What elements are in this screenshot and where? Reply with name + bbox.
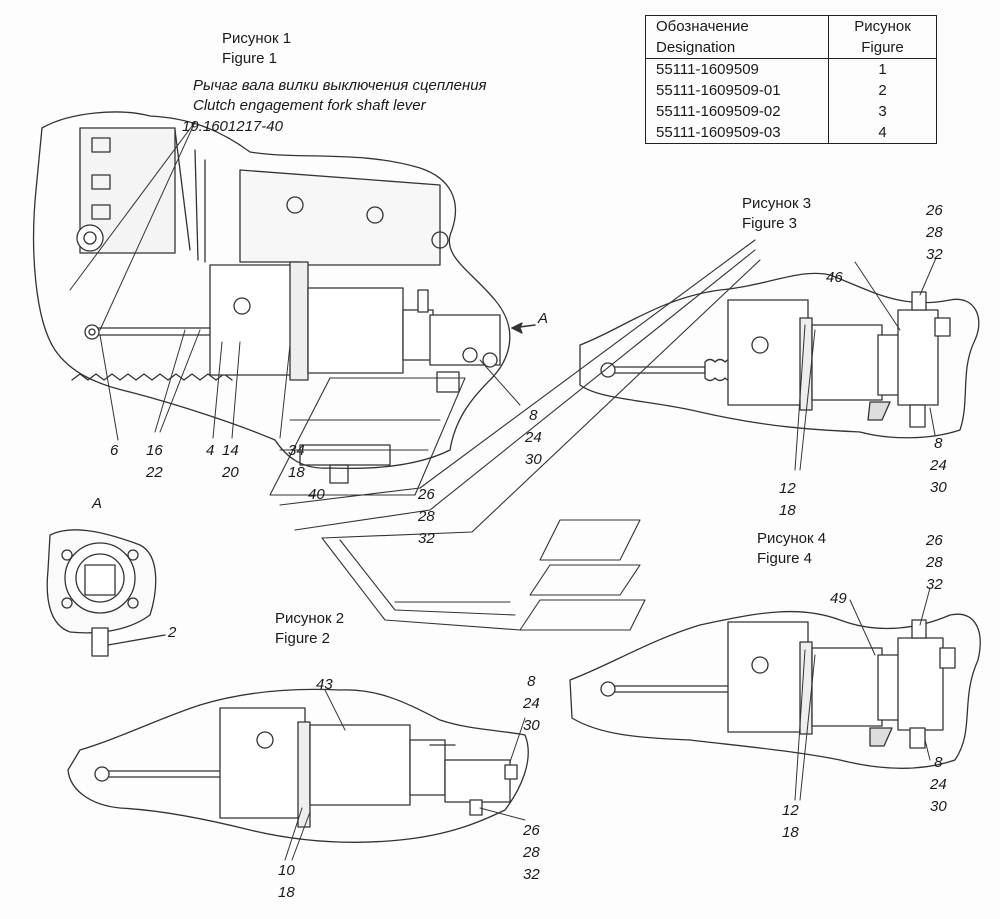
figure-3-outline [579,272,980,439]
push-rod-3 [604,366,706,374]
cylinder-flange-1 [209,264,301,376]
callout-8-24-30-fig1: 8 24 30 [525,407,542,468]
lever-part-number: 19.1601217-40 [182,118,283,135]
callout-12-18-fig3: 12 18 [779,480,796,519]
lever-note-ru: Рычаг вала вилки выключения сцепления [193,77,487,94]
figure-2-title-en: Figure 2 [275,630,331,647]
figure-4-drawing [569,610,981,769]
callout-26-28-32-fig3: 26 28 32 [926,202,943,263]
figure-2-title-ru: Рисунок 2 [275,610,345,627]
figure-cell: 1 [828,58,937,80]
valve-2 [444,759,511,803]
figure-3-title-en: Figure 3 [742,215,798,232]
callout-10-18: 10 18 [278,862,295,901]
figure-cell: 4 [828,122,937,144]
figure-1-drawing [33,111,536,484]
cylinder-flange-2 [219,707,306,819]
designation-cell: 55111-1609509-03 [645,122,829,144]
table-row: 55111-1609509-03 4 [645,122,937,144]
view-arrow-label: A [538,310,549,327]
cylinder-body-2 [309,724,411,806]
cylinder-body-4 [811,647,883,727]
engine-block [239,169,441,266]
callout-16-22: 16 22 [146,442,163,481]
callout-26-28-32-fig2: 26 28 32 [523,822,540,883]
figure-2-outline [67,688,529,843]
figure-4-outline [569,610,981,769]
designation-cell: 55111-1609509-02 [645,101,829,122]
cylinder-flange-4 [727,621,809,733]
callout-2: 2 [168,624,177,641]
table-row: 55111-1609509 1 [645,58,937,80]
callout-49: 49 [830,590,847,607]
callout-43: 43 [316,676,333,693]
table-header-row: Обозначение Designation Рисунок Figure [645,15,937,59]
valve-3 [897,309,939,406]
cylinder-body-1 [307,287,404,374]
designation-cell: 55111-1609509 [645,58,829,80]
designation-table: Обозначение Designation Рисунок Figure 5… [645,15,937,144]
leader-lines [69,121,937,861]
figure-4-title-en: Figure 4 [757,550,813,567]
cylinder-body-3 [811,324,883,401]
callout-26-28-32-fig1: 26 28 32 [418,486,435,547]
callout-8-24-30-fig3: 8 24 30 [930,435,947,496]
callout-26-28-32-fig4: 26 28 32 [926,532,943,593]
figure-1-title-ru: Рисунок 1 [222,30,292,47]
connector-lines [269,239,761,631]
figure-4-title-ru: Рисунок 4 [757,530,827,547]
detail-view-label: A [92,495,103,512]
designation-header: Обозначение Designation [645,15,829,59]
figure-cell: 2 [828,80,937,101]
figure-3-title-ru: Рисунок 3 [742,195,812,212]
push-rod-4 [604,685,746,693]
push-rod-1 [94,327,216,336]
figure-cell: 3 [828,101,937,122]
callout-46: 46 [826,269,843,286]
callout-8-24-30-fig4: 8 24 30 [930,754,947,815]
detail-a-drawing [46,529,166,657]
figure-1-title-en: Figure 1 [222,50,278,67]
cylinder-flange-3 [727,299,809,406]
figure-3-drawing [579,272,980,439]
figure-2-drawing [67,688,529,843]
callout-6: 6 [110,442,119,459]
designation-cell: 55111-1609509-01 [645,80,829,101]
callout-12-18-fig4: 12 18 [782,802,799,841]
figure-header: Рисунок Figure [828,15,937,59]
callout-8-24-30-fig2: 8 24 30 [523,673,540,734]
table-row: 55111-1609509-01 2 [645,80,937,101]
callout-4-20: 4 [206,442,215,459]
lever-note-en: Clutch engagement fork shaft lever [193,97,426,114]
valve-4 [897,637,944,731]
callout-34-18-40: 34 18 40 [288,442,325,503]
callout-14-20: 14 20 [222,442,239,481]
table-row: 55111-1609509-02 3 [645,101,937,122]
figure-1-outline [33,111,511,470]
